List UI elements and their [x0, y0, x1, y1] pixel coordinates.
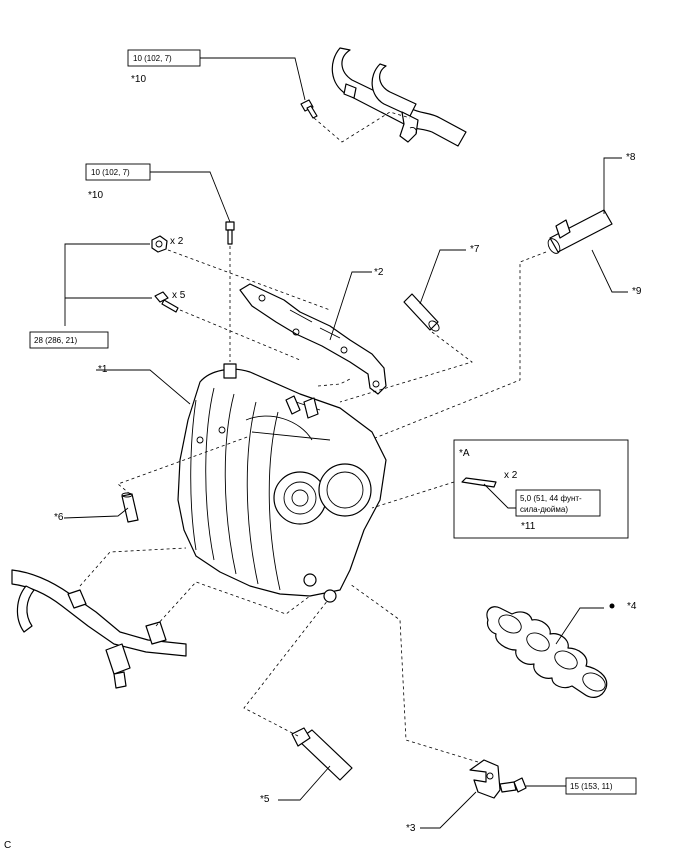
- torque-value-4-line2: сила-дюйма): [520, 505, 568, 514]
- hose-7-part: [403, 293, 440, 332]
- callout-5: *5: [260, 794, 270, 805]
- torque-value-1: 10 (102, 7): [133, 54, 172, 63]
- leader-torque-2: [150, 171, 231, 223]
- leader-callout-8: [603, 157, 622, 214]
- callout-A: *A: [459, 448, 470, 459]
- fuel-line-top: [331, 47, 467, 147]
- torque-box-5: [565, 777, 637, 795]
- dash-hose-lower-1: [79, 547, 187, 587]
- detail-box-frame: [453, 439, 629, 539]
- leader-torque-3: [64, 243, 152, 326]
- dash-nut: [167, 249, 331, 311]
- torque-box-3: [29, 331, 109, 349]
- torque-value-5: 15 (153, 11): [570, 782, 613, 791]
- dash-bolt: [179, 309, 301, 361]
- dash-bolt10-top: [313, 111, 411, 143]
- callout-10-top: *10: [131, 74, 146, 85]
- dash-bracket: [317, 377, 353, 387]
- hose-lower-left-part: [11, 569, 187, 689]
- detail-box-A: *A x 2 5,0 (51, 44 фунт- сила-дюйма) *11: [453, 439, 629, 539]
- callout-2: *2: [374, 267, 384, 278]
- figure-corner-mark: C: [4, 840, 11, 851]
- nut-part: [151, 235, 168, 253]
- dash-bracket-3: [349, 583, 479, 763]
- replace-part-marker: [609, 603, 615, 609]
- bolt-3-part: [499, 777, 527, 793]
- bolt-part: [154, 291, 179, 313]
- dash-hose-8: [349, 251, 547, 449]
- gasket-part: [486, 606, 608, 698]
- torque-value-3: 28 (286, 21): [34, 336, 77, 345]
- dash-stud: [371, 481, 455, 509]
- bolt-quantity: x 5: [172, 290, 186, 301]
- leader-callout-1: [96, 369, 191, 405]
- nut-quantity: x 2: [170, 236, 184, 247]
- dash-hose-lower-2: [155, 581, 311, 627]
- leader-torque-1: [200, 57, 306, 101]
- leader-torque-4: [483, 483, 516, 509]
- dash-hose-6: [117, 435, 251, 495]
- hose-6-part: [121, 492, 139, 523]
- leader-callout-9: [591, 249, 628, 293]
- callout-3: *3: [406, 823, 416, 834]
- callout-8: *8: [626, 152, 636, 163]
- stud-part: [461, 477, 497, 488]
- dash-hose-5: [243, 599, 329, 737]
- torque-box-2: [85, 163, 151, 181]
- leader-callout-3: [420, 791, 477, 829]
- torque-value-4-line1: 5,0 (51, 44 фунт-: [520, 494, 582, 503]
- callout-11: *11: [521, 521, 536, 532]
- dash-hose-7: [339, 331, 473, 403]
- callout-4: *4: [627, 601, 637, 612]
- intake-manifold-part: [177, 363, 387, 603]
- leader-callout-2: [329, 271, 372, 341]
- bolt-10-top: [300, 99, 318, 119]
- bolt-10-mid: [225, 221, 235, 245]
- injector-bracket-part: [239, 283, 387, 395]
- bracket-3-part: [469, 759, 501, 799]
- torque-box-1: [127, 49, 201, 67]
- leader-callout-7: [419, 249, 466, 305]
- callout-9: *9: [632, 286, 642, 297]
- callout-10-mid: *10: [88, 190, 103, 201]
- stud-quantity: x 2: [504, 470, 518, 481]
- torque-value-2: 10 (102, 7): [91, 168, 130, 177]
- leader-callout-6: [63, 507, 129, 519]
- callout-6: *6: [54, 512, 64, 523]
- leader-callout-4: [555, 607, 604, 645]
- torque-box-4: [515, 489, 601, 517]
- callout-1: *1: [98, 364, 108, 375]
- hose-8-9-part: [547, 209, 613, 254]
- hose-5-part: [291, 727, 353, 781]
- leader-callout-5: [278, 765, 331, 801]
- callout-7: *7: [470, 244, 480, 255]
